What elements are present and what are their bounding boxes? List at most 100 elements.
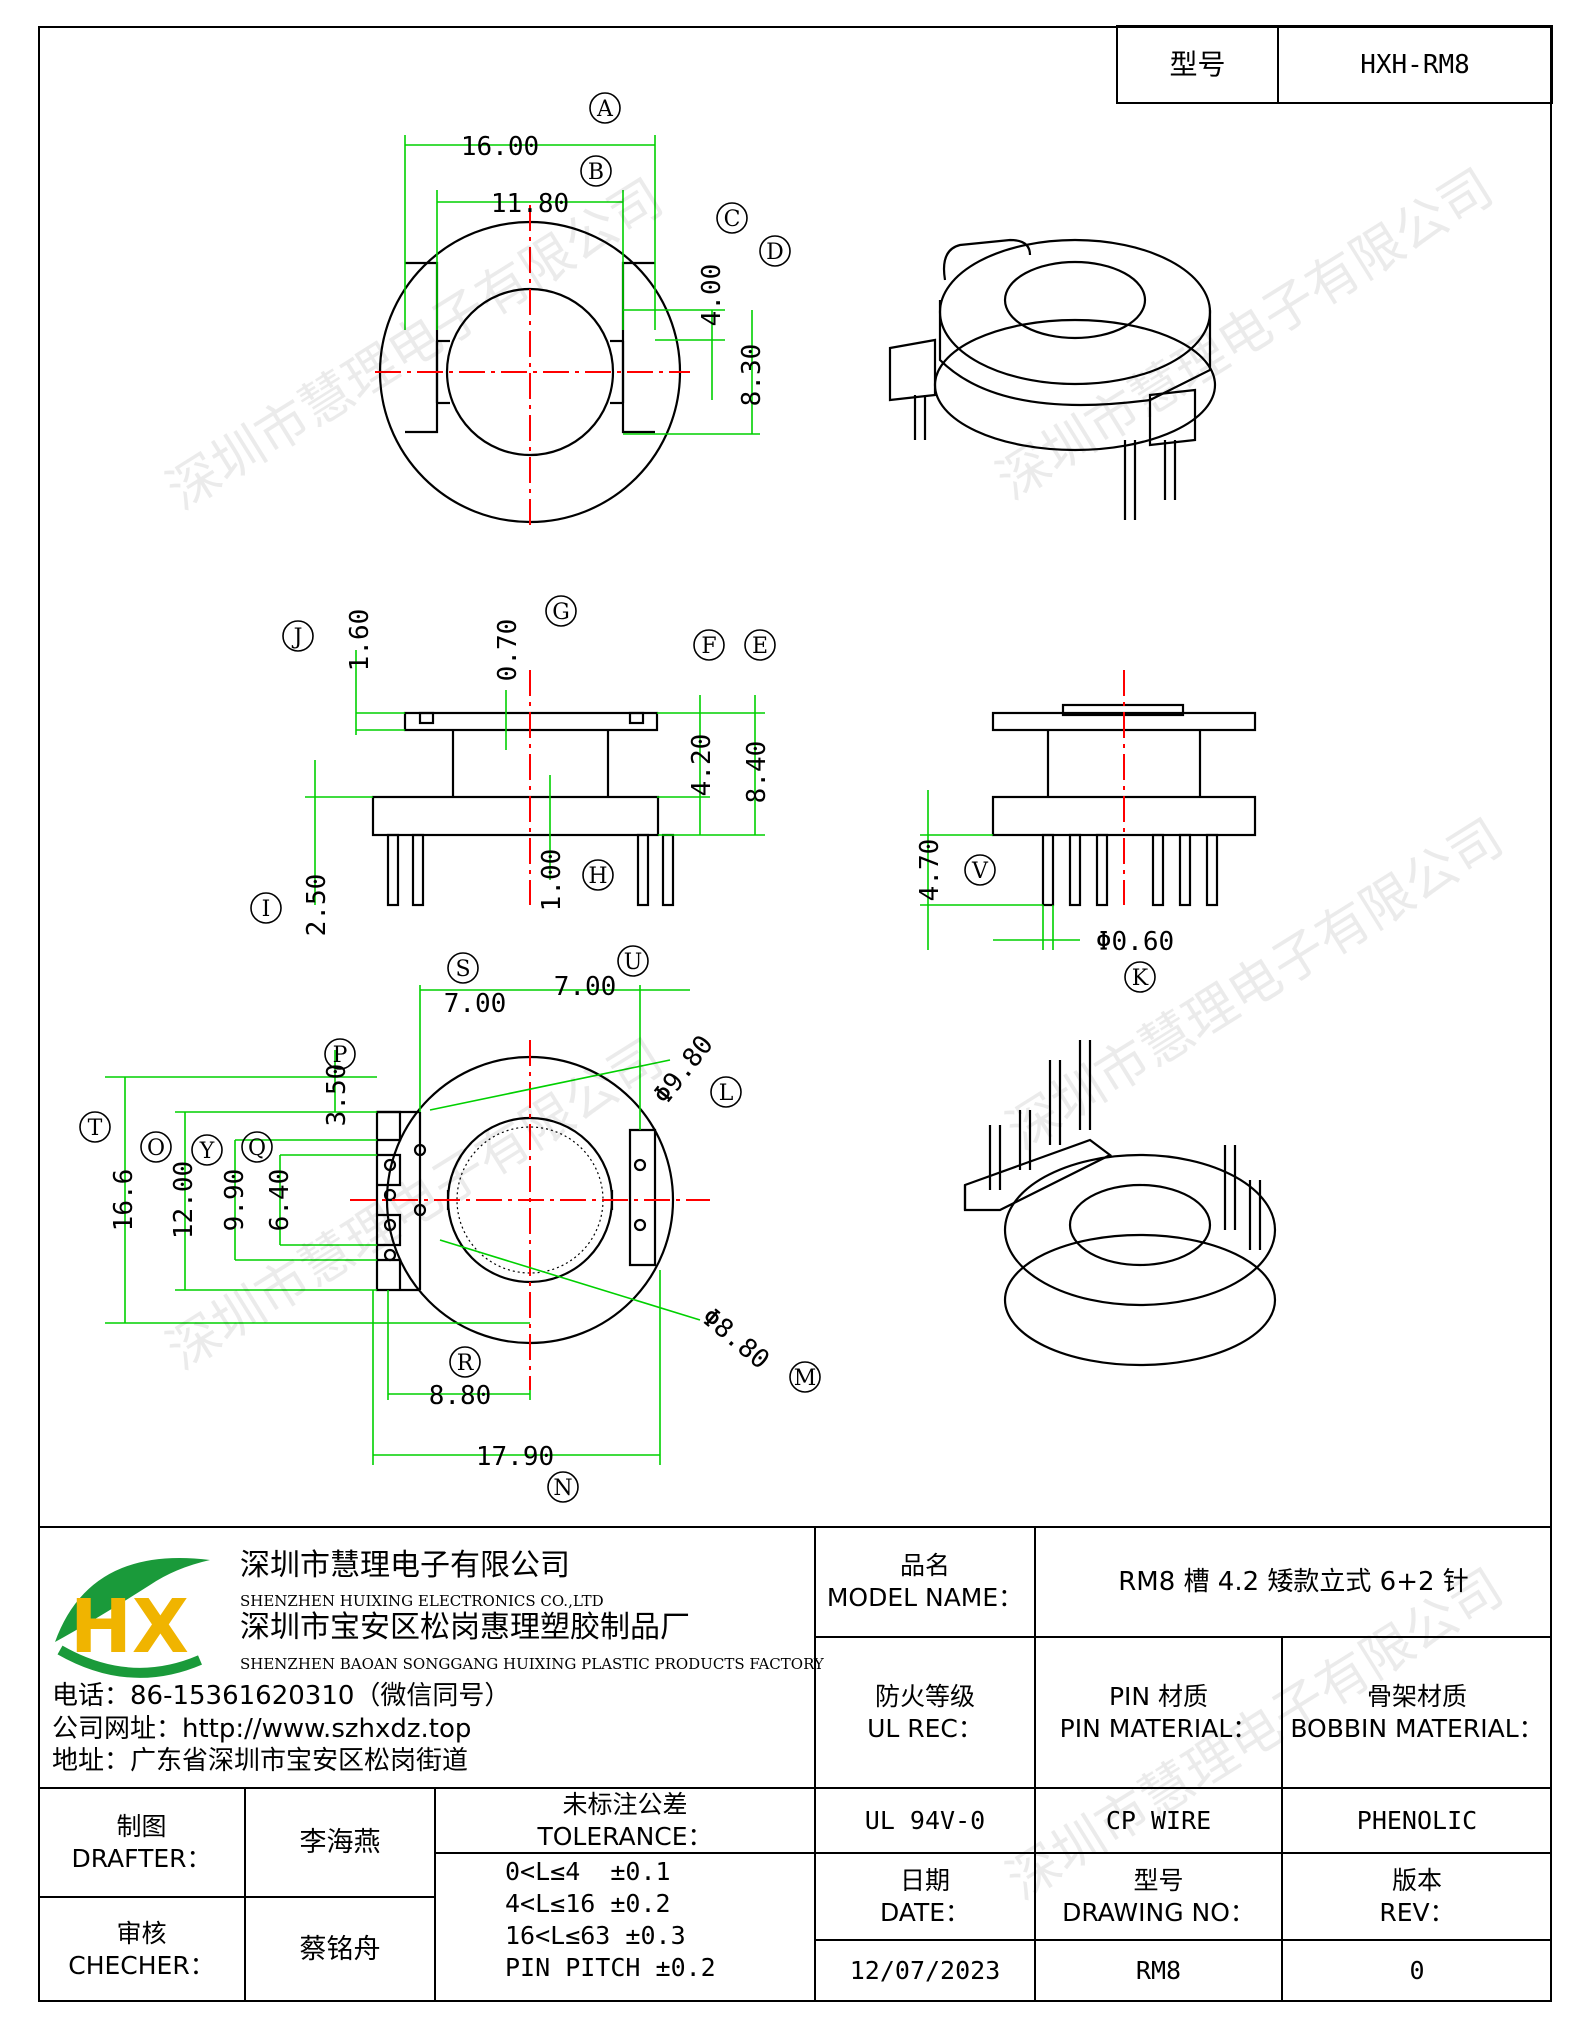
- title-block-grid: [38, 25, 1553, 2002]
- bobbin-material-label: 骨架材质 BOBBIN MATERIAL：: [1290, 1681, 1544, 1743]
- callout-d: D: [759, 235, 791, 267]
- dimension-lines: [105, 135, 1080, 1465]
- side-view-1: [371, 711, 675, 907]
- company-logo: HX: [55, 1557, 210, 1678]
- dim-bot-1790: 17.90: [476, 1442, 554, 1472]
- dim-bot-990: 9.90: [220, 1169, 250, 1232]
- callout-l: L: [710, 1076, 742, 1108]
- dim-side-flange: 1.60: [345, 609, 375, 672]
- callout-m: M: [789, 1361, 821, 1393]
- callout-c: C: [716, 202, 748, 234]
- tolerance-line: 16<L≤63 ±0.3: [505, 1921, 686, 1950]
- bobbin-material-value: PHENOLIC: [1356, 1805, 1478, 1835]
- callout-t: T: [79, 1111, 111, 1143]
- svg-text:J: J: [292, 625, 303, 650]
- callout-h: H: [582, 859, 614, 891]
- callout-a: A: [589, 92, 621, 124]
- drafter-value: 李海燕: [299, 1826, 381, 1858]
- ul-label: 防火等级 UL REC：: [867, 1681, 983, 1743]
- model-value: HXH-RM8: [1360, 49, 1470, 80]
- model-name-label: 品名 MODEL NAME：: [826, 1551, 1024, 1612]
- company-name-cn: 深圳市慧理电子有限公司: [240, 1548, 570, 1583]
- company-name-en: SHENZHEN HUIXING ELECTRONICS CO.,LTD: [240, 1592, 604, 1610]
- drawing-frame: [38, 26, 1552, 2002]
- svg-text:O: O: [147, 1136, 165, 1161]
- svg-text:V: V: [971, 859, 989, 884]
- svg-text:C: C: [724, 207, 741, 232]
- svg-text:A: A: [596, 97, 614, 122]
- iso-view-2: [963, 1040, 1277, 1367]
- callout-i: I: [250, 892, 282, 924]
- drafter-label: 制图 DRAFTER：: [71, 1811, 212, 1873]
- callout-k: K: [1124, 961, 1156, 993]
- dim-top-slot: 4.00: [697, 264, 727, 327]
- callout-q: Q: [241, 1131, 273, 1163]
- dim-bot-right: 7.00: [554, 972, 617, 1002]
- model-name-value: RM8 槽 4.2 矮款立式 6+2 针: [1118, 1567, 1469, 1597]
- dim-top-width: 16.00: [461, 132, 539, 162]
- factory-name-en: SHENZHEN BAOAN SONGGANG HUIXING PLASTIC …: [240, 1655, 824, 1673]
- rev-label: 版本 REV：: [1379, 1865, 1455, 1927]
- date-label: 日期 DATE：: [879, 1865, 971, 1927]
- svg-text:D: D: [766, 240, 784, 265]
- pin-material-label: PIN 材质 PIN MATERIAL：: [1059, 1681, 1258, 1743]
- svg-text:I: I: [262, 897, 271, 922]
- dim-bot-880: 8.80: [429, 1381, 492, 1411]
- iso-view-1: [888, 238, 1217, 520]
- callout-s: S: [447, 952, 479, 984]
- svg-text:B: B: [588, 160, 604, 185]
- company-address: 地址：广东省深圳市宝安区松岗街道: [52, 1746, 469, 1776]
- company-phone: 电话：86-15361620310（微信同号）: [52, 1681, 511, 1711]
- svg-text:K: K: [1132, 966, 1149, 991]
- dim-bot-dia-inner: Φ8.80: [696, 1302, 775, 1375]
- callout-e: E: [744, 629, 776, 661]
- model-label: 型号: [1169, 47, 1226, 81]
- dim-bot-left: 7.00: [444, 989, 507, 1019]
- dim-top-slot-outer: 8.30: [737, 344, 767, 407]
- date-value: 12/07/2023: [849, 1956, 1001, 1985]
- dim-side-gap: 0.70: [493, 619, 523, 682]
- tolerance-title: 未标注公差 TOLERANCE：: [537, 1789, 713, 1851]
- callout-y: Y: [191, 1134, 223, 1166]
- dim-right-pin-len: 4.70: [915, 839, 945, 902]
- factory-name-cn: 深圳市宝安区松岗惠理塑胶制品厂: [240, 1610, 690, 1645]
- dim-side-h1: 4.20: [687, 734, 717, 797]
- svg-text:N: N: [553, 1476, 572, 1501]
- callout-v: V: [964, 854, 996, 886]
- dim-side-pin-len: 2.50: [302, 874, 332, 937]
- checker-value: 蔡铭舟: [299, 1933, 381, 1965]
- svg-text:Q: Q: [248, 1136, 266, 1161]
- svg-text:L: L: [719, 1081, 734, 1106]
- rev-value: 0: [1409, 1956, 1425, 1985]
- dim-side-h2: 8.40: [742, 741, 772, 804]
- dim-bot-h-total: 16.6: [109, 1169, 139, 1232]
- svg-text:P: P: [333, 1043, 348, 1068]
- dim-bot-35: 3.50: [322, 1064, 352, 1127]
- company-website[interactable]: 公司网址：http://www.szhxdz.top: [52, 1714, 472, 1744]
- svg-text:R: R: [457, 1351, 475, 1376]
- svg-text:M: M: [794, 1366, 817, 1391]
- center-lines: [350, 205, 1125, 1390]
- logo-letters: HX: [70, 1584, 189, 1670]
- svg-text:U: U: [624, 950, 643, 975]
- callout-f: F: [693, 629, 725, 661]
- dim-side-base: 1.00: [537, 849, 567, 912]
- callout-u: U: [617, 945, 649, 977]
- tolerance-line: 0<L≤4 ±0.1: [505, 1857, 671, 1886]
- svg-text:Y: Y: [199, 1139, 215, 1164]
- svg-text:H: H: [588, 864, 607, 889]
- callout-p: P: [324, 1038, 356, 1070]
- svg-text:G: G: [552, 600, 570, 625]
- checker-label: 审核 CHECHER：: [68, 1918, 215, 1980]
- callout-j: J: [282, 620, 314, 652]
- pin-material-value: CP WIRE: [1105, 1805, 1212, 1835]
- svg-text:T: T: [88, 1116, 103, 1141]
- drawing-no-value: RM8: [1135, 1956, 1182, 1985]
- drawing-no-label: 型号 DRAWING NO：: [1062, 1865, 1255, 1927]
- tolerance-line: PIN PITCH ±0.2: [505, 1953, 716, 1982]
- tolerance-line: 4<L≤16 ±0.2: [505, 1889, 671, 1918]
- dim-bot-dia-outer: Φ9.80: [648, 1030, 720, 1110]
- callout-g: G: [545, 595, 577, 627]
- callout-b: B: [580, 155, 612, 187]
- dim-bot-640: 6.40: [265, 1169, 295, 1232]
